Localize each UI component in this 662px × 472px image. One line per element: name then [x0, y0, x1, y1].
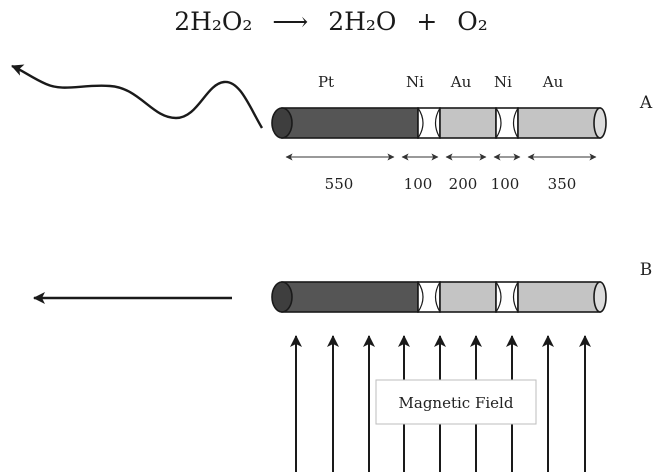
rod-a-pt-segment	[281, 107, 419, 139]
rod-a-au-segment-2	[517, 107, 601, 139]
chemical-equation: 2H₂O₂ ⟶ 2H₂O + O₂	[174, 7, 488, 36]
segment-label-au-1: Au	[450, 73, 472, 91]
panel-a-label: A	[639, 93, 653, 113]
segment-label-ni-1: Ni	[406, 73, 424, 91]
rod-b-ni-segment-1	[417, 281, 441, 313]
rod-b-ni-segment-2	[495, 281, 519, 313]
rod-b-left-cap	[271, 281, 293, 313]
rod-a-right-cap	[593, 107, 607, 139]
rod-b-pt-segment	[281, 281, 419, 313]
nanorod-b	[271, 281, 607, 313]
equation-reactant: 2H₂O₂	[174, 7, 252, 36]
magnetic-field-label-box: Magnetic Field	[375, 379, 537, 425]
rod-a-left-cap	[271, 107, 293, 139]
rod-b-au-segment-1	[439, 281, 497, 313]
nanorod-a	[271, 107, 607, 139]
wavy-trajectory-arrow-icon	[11, 64, 264, 129]
rod-b-au-segment-2	[517, 281, 601, 313]
rod-a-ni-segment-1	[417, 107, 441, 139]
length-label-ni-2: 100	[491, 175, 520, 193]
equation-product-oxygen: O₂	[457, 7, 488, 36]
equation-product-water: 2H₂O	[328, 7, 396, 36]
rod-b-right-cap	[593, 281, 607, 313]
equation-arrow: ⟶	[272, 7, 308, 36]
segment-label-au-2: Au	[542, 73, 564, 91]
segment-label-ni-2: Ni	[494, 73, 512, 91]
segment-label-pt: Pt	[318, 73, 334, 91]
length-label-au-1: 200	[449, 175, 478, 193]
panel-b-label: B	[640, 260, 653, 280]
length-label-au-2: 350	[548, 175, 577, 193]
rod-a-au-segment-1	[439, 107, 497, 139]
length-label-pt: 550	[325, 175, 354, 193]
length-label-ni-1: 100	[404, 175, 433, 193]
rod-a-ni-segment-2	[495, 107, 519, 139]
equation-plus: +	[416, 7, 437, 36]
magnetic-field-label: Magnetic Field	[399, 394, 514, 412]
